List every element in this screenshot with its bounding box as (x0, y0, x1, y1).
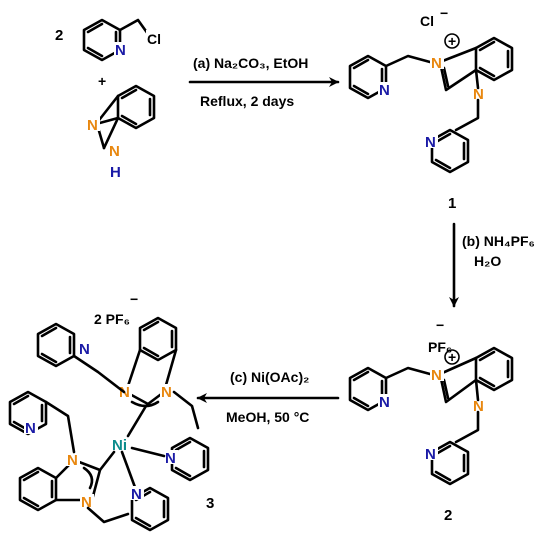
step-b: (b) NH₄PF₆ H₂O (449, 222, 535, 308)
step-a: (a) Na₂CO₃, EtOH Reflux, 2 days (188, 55, 340, 109)
compound-2-number: 2 (444, 507, 452, 524)
chloride-charge: − (440, 5, 448, 21)
nh-hydrogen-atom: H (110, 164, 121, 181)
chloride-counterion: Cl (420, 13, 434, 29)
pyridine-n-atom: N (115, 42, 126, 59)
compound-1-number: 1 (448, 195, 456, 212)
reagent-benzimidazole: N N H (86, 84, 156, 181)
complex-3: 2 PF₆ − N N N N Ni (8, 291, 214, 532)
imidazole-n-atom: N (473, 398, 484, 415)
step-c-conditions-line1: (c) Ni(OAc)₂ (230, 369, 309, 385)
step-a-conditions-line2: Reflux, 2 days (200, 93, 294, 109)
hexafluorophosphate-charge: − (436, 317, 444, 333)
hexafluorophosphate-counterion: PF₆ (428, 339, 452, 355)
nickel-atom: Ni (112, 437, 127, 454)
compound-1: Cl − N N + N N 1 (348, 5, 514, 212)
compound-2: − PF₆ N N + N N 2 (348, 317, 514, 524)
nhc-n-atom: N (161, 384, 172, 401)
imidazolium-charge: + (448, 33, 456, 49)
reagent-chloromethylpyridine: 2 N Cl (55, 18, 166, 62)
pyridine-n-atom: N (379, 394, 390, 411)
imidazole-n1-atom: N (109, 143, 120, 160)
pyridine-n-atom: N (25, 420, 36, 437)
imidazole-n3-atom: N (87, 117, 98, 134)
step-a-conditions-line1: (a) Na₂CO₃, EtOH (193, 55, 308, 71)
pyridine-n-atom: N (425, 134, 436, 151)
nhc-n-atom: N (81, 494, 92, 511)
imidazole-n-atom: N (473, 86, 484, 103)
pyridine-n-atom: N (379, 82, 390, 99)
counterion-charge: − (130, 291, 138, 307)
stoich-coefficient: 2 (55, 27, 63, 44)
step-c-conditions-line2: MeOH, 50 °C (226, 409, 309, 425)
step-b-conditions-line1: (b) NH₄PF₆ (462, 233, 535, 249)
nhc-n-atom: N (67, 452, 78, 469)
pyridine-n-atom: N (425, 446, 436, 463)
pyridine-n-atom: N (79, 341, 90, 358)
imidazolium-n-atom: N (431, 367, 442, 384)
step-b-conditions-line2: H₂O (474, 253, 501, 269)
imidazolium-n-atom: N (431, 55, 442, 72)
plus-sign: + (98, 73, 106, 89)
counterion-pf6: 2 PF₆ (94, 311, 130, 327)
pyridine-n-atom: N (131, 486, 142, 503)
pyridine-n-atom: N (165, 450, 176, 467)
compound-3-number: 3 (206, 495, 214, 512)
imidazolium-charge: + (448, 349, 456, 365)
step-c: (c) Ni(OAc)₂ MeOH, 50 °C (196, 369, 340, 425)
chlorine-atom: Cl (147, 31, 161, 47)
